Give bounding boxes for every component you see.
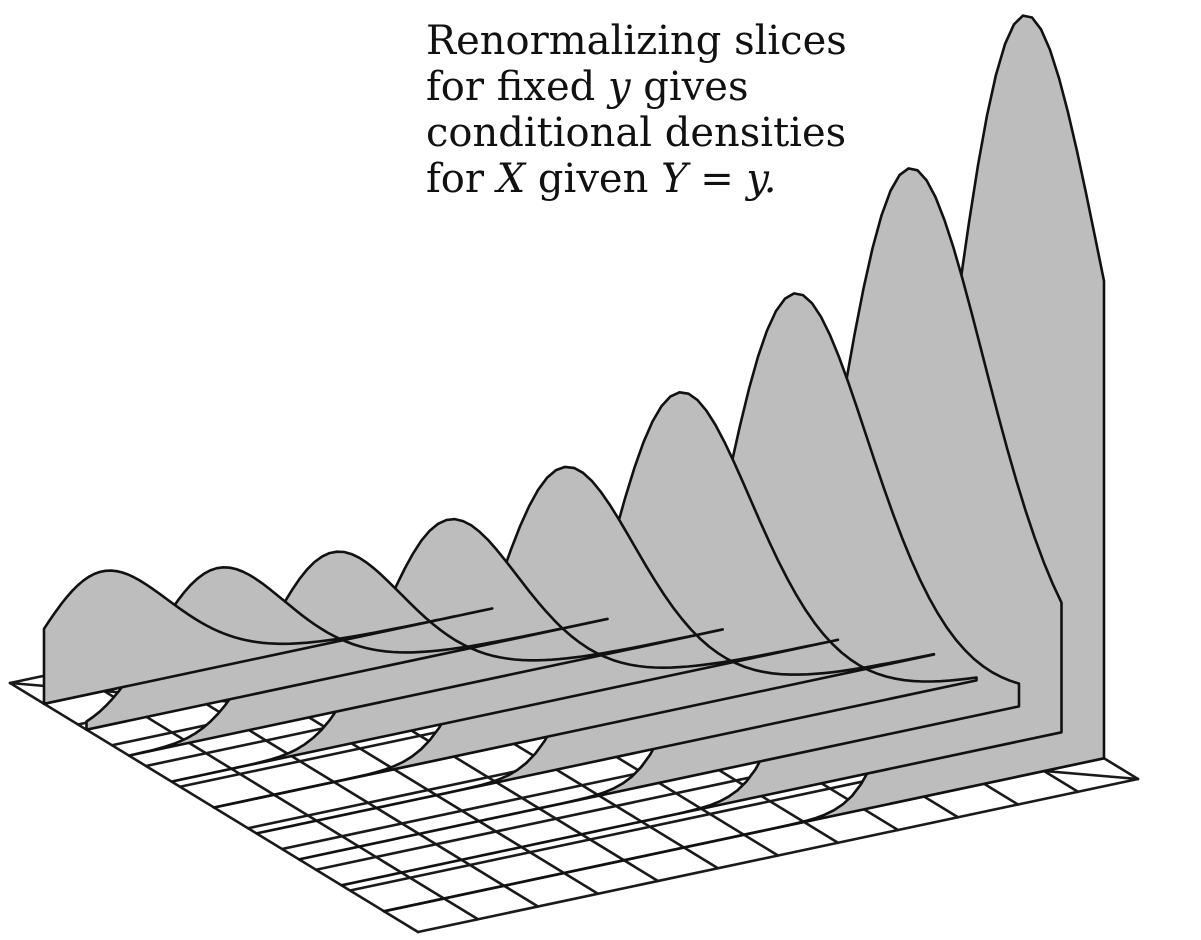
density-slices bbox=[42, 14, 1106, 913]
caption: Renormalizing slices for fixed y gives c… bbox=[426, 18, 847, 202]
caption-variable-y: y bbox=[607, 64, 631, 110]
caption-variable-x: X bbox=[496, 156, 526, 202]
caption-text: for bbox=[426, 156, 497, 202]
density-slice bbox=[170, 517, 840, 783]
caption-text: gives bbox=[630, 64, 749, 110]
caption-line-3: conditional densities bbox=[426, 110, 847, 156]
caption-line-2: for fixed y gives bbox=[426, 64, 847, 110]
density-slice bbox=[42, 569, 494, 706]
caption-line-1: Renormalizing slices bbox=[426, 18, 847, 64]
caption-equation: Y = y. bbox=[661, 156, 777, 202]
caption-text: given bbox=[525, 156, 662, 202]
grid-line bbox=[416, 777, 1140, 934]
caption-line-4: for X given Y = y. bbox=[426, 156, 847, 202]
caption-text: for fixed bbox=[426, 64, 608, 110]
